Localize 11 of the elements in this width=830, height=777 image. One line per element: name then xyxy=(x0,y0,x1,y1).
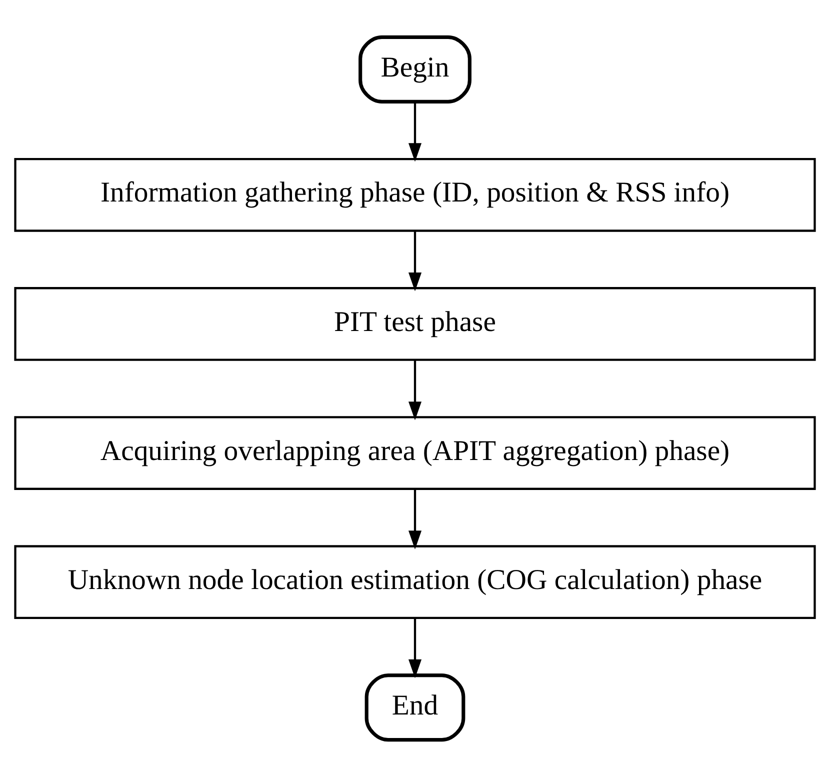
node-box: Information gathering phase (ID, position & RSS info) xyxy=(14,158,816,232)
arrow xyxy=(408,102,422,162)
node-box: Begin xyxy=(358,35,472,104)
node-box: PIT test phase xyxy=(14,287,816,361)
arrow xyxy=(408,231,422,292)
node-box: Acquiring overlapping area (APIT aggregation) phase) xyxy=(14,416,816,490)
arrow xyxy=(408,360,422,420)
node-box: End xyxy=(364,674,466,742)
node-box: Unknown node location estimation (COG calculation) phase xyxy=(14,545,816,620)
arrow xyxy=(408,618,422,678)
arrow xyxy=(408,489,422,550)
